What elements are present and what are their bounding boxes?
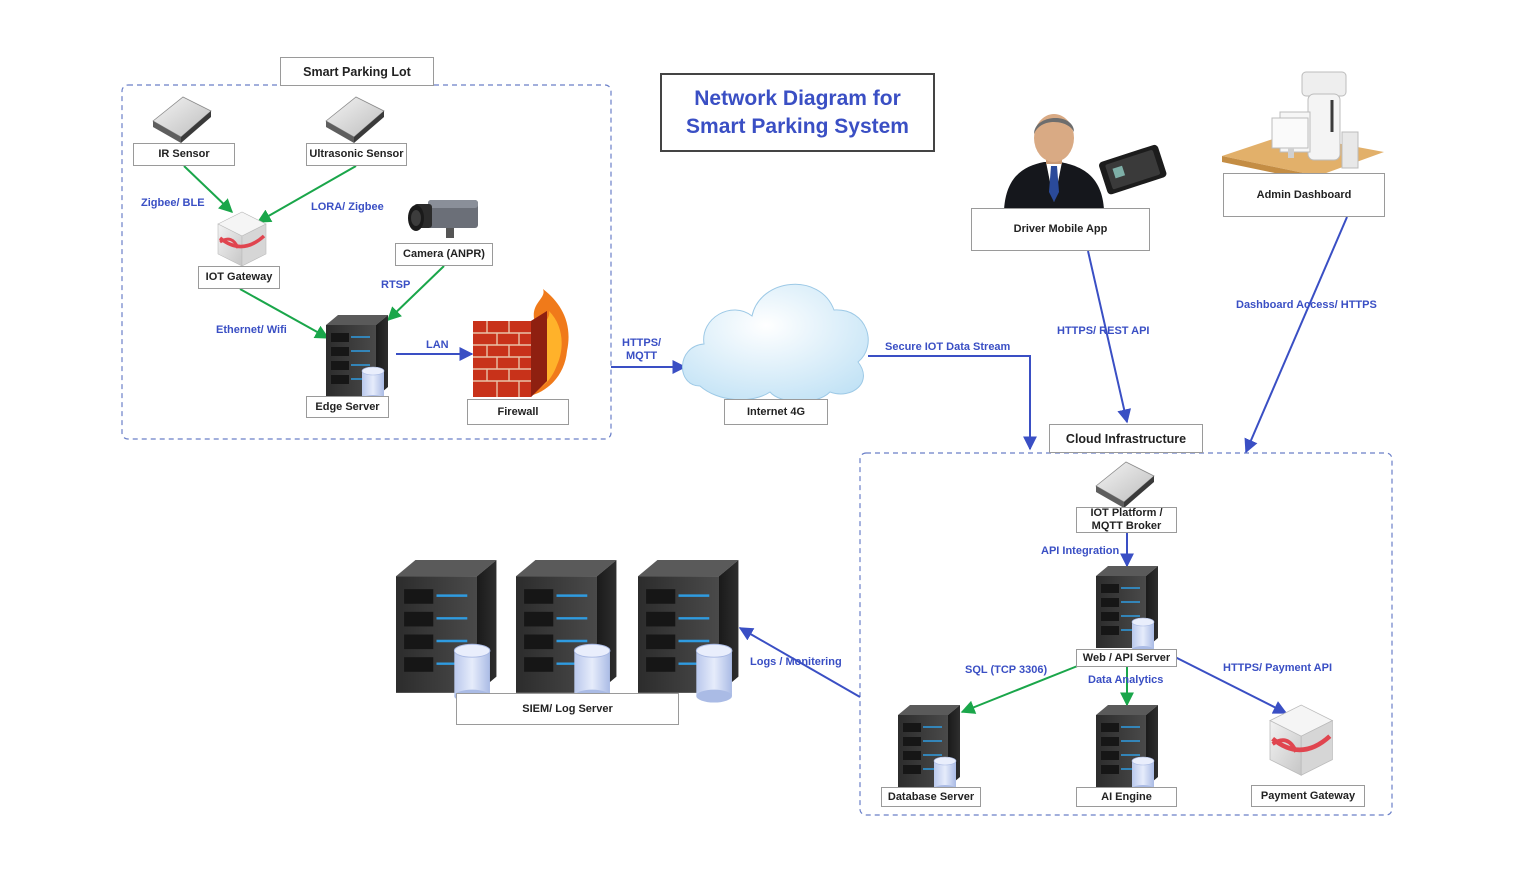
title-line-1: Network Diagram for — [694, 87, 901, 111]
edge-driver-to-cloud — [1087, 250, 1132, 424]
group-title-cloud: Cloud Infrastructure — [1049, 424, 1203, 453]
edge-admin-to-cloud — [1244, 216, 1348, 454]
edge-label-payment-api: HTTPS/ Payment API — [1223, 662, 1333, 674]
server-icon — [514, 558, 618, 704]
ir-sensor-label: IR Sensor — [133, 143, 235, 166]
hard-drive-icon — [325, 96, 385, 144]
gateway-cube-icon — [1270, 705, 1332, 775]
ai-engine-label: AI Engine — [1076, 787, 1177, 807]
edge-server-label: Edge Server — [306, 396, 389, 418]
internet-label: Internet 4G — [724, 399, 828, 425]
edge-gateway-to-edge — [239, 288, 330, 339]
edge-label-secure-stream: Secure IOT Data Stream — [885, 341, 1011, 353]
web-api-server-label: Web / API Server — [1076, 649, 1177, 667]
server-icon — [325, 314, 389, 404]
edge-cloud-to-siem — [738, 627, 861, 698]
edge-label-api-integration: API Integration — [1041, 545, 1120, 557]
tablet-icon — [1099, 144, 1167, 195]
edge-label-rtsp: RTSP — [381, 279, 411, 291]
edge-label-zigbee-ble: Zigbee/ BLE — [141, 197, 205, 209]
cloud-infrastructure-group — [859, 452, 1393, 816]
admin-workstation-icon — [1222, 71, 1384, 182]
edge-label-mqtt: MQTT — [625, 350, 658, 363]
edge-label-sql: SQL (TCP 3306) — [965, 664, 1048, 676]
server-icon — [394, 558, 498, 704]
database-server-label: Database Server — [881, 787, 981, 807]
server-icon — [1095, 565, 1159, 655]
edge-label-lan: LAN — [426, 339, 449, 351]
edge-label-logs: Logs / Monitering — [750, 656, 842, 668]
firewall-label: Firewall — [467, 399, 569, 425]
edge-label-dashboard-access: Dashboard Access/ HTTPS — [1236, 299, 1377, 311]
iot-platform-line-1: IOT Platform / — [1090, 507, 1163, 520]
edge-label-ethernet-wifi: Ethernet/ Wifi — [216, 324, 287, 336]
edge-internet-to-cloud — [868, 355, 1037, 451]
server-icon — [897, 704, 961, 794]
camera-icon — [408, 200, 478, 238]
businessman-icon — [1004, 114, 1104, 210]
edge-ultrasonic-to-gateway — [256, 165, 357, 223]
edge-label-data-analytics: Data Analytics — [1088, 674, 1164, 686]
firewall-icon — [473, 289, 569, 397]
driver-app-label: Driver Mobile App — [971, 208, 1150, 251]
admin-dashboard-label: Admin Dashboard — [1223, 173, 1385, 217]
edge-web-to-payment — [1174, 656, 1288, 714]
hard-drive-icon — [1095, 461, 1155, 509]
edge-ir-to-gateway — [183, 165, 234, 213]
server-icon — [1095, 704, 1159, 794]
iot-platform-label: IOT Platform / MQTT Broker — [1076, 507, 1177, 533]
edge-label-https-rest: HTTPS/ REST API — [1057, 325, 1150, 337]
iot-gateway-label: IOT Gateway — [198, 266, 280, 289]
title-line-2: Smart Parking System — [686, 114, 909, 138]
edge-label-https-mqtt: HTTPS/ MQTT — [622, 337, 661, 363]
server-icon — [636, 558, 740, 704]
payment-gateway-label: Payment Gateway — [1251, 785, 1365, 807]
edge-web-to-database — [960, 664, 1081, 714]
cloud-icon — [682, 284, 869, 403]
edge-camera-to-edge — [386, 265, 445, 321]
edge-label-lora-zigbee: LORA/ Zigbee — [311, 201, 384, 213]
iot-platform-line-2: MQTT Broker — [1091, 520, 1162, 532]
group-title-parking: Smart Parking Lot — [280, 57, 434, 86]
siem-server-label: SIEM/ Log Server — [456, 693, 679, 725]
ultrasonic-sensor-label: Ultrasonic Sensor — [306, 143, 407, 166]
camera-label: Camera (ANPR) — [395, 243, 493, 266]
gateway-cube-icon — [216, 210, 268, 268]
edge-label-https: HTTPS/ — [622, 337, 662, 349]
hard-drive-icon — [152, 96, 212, 144]
